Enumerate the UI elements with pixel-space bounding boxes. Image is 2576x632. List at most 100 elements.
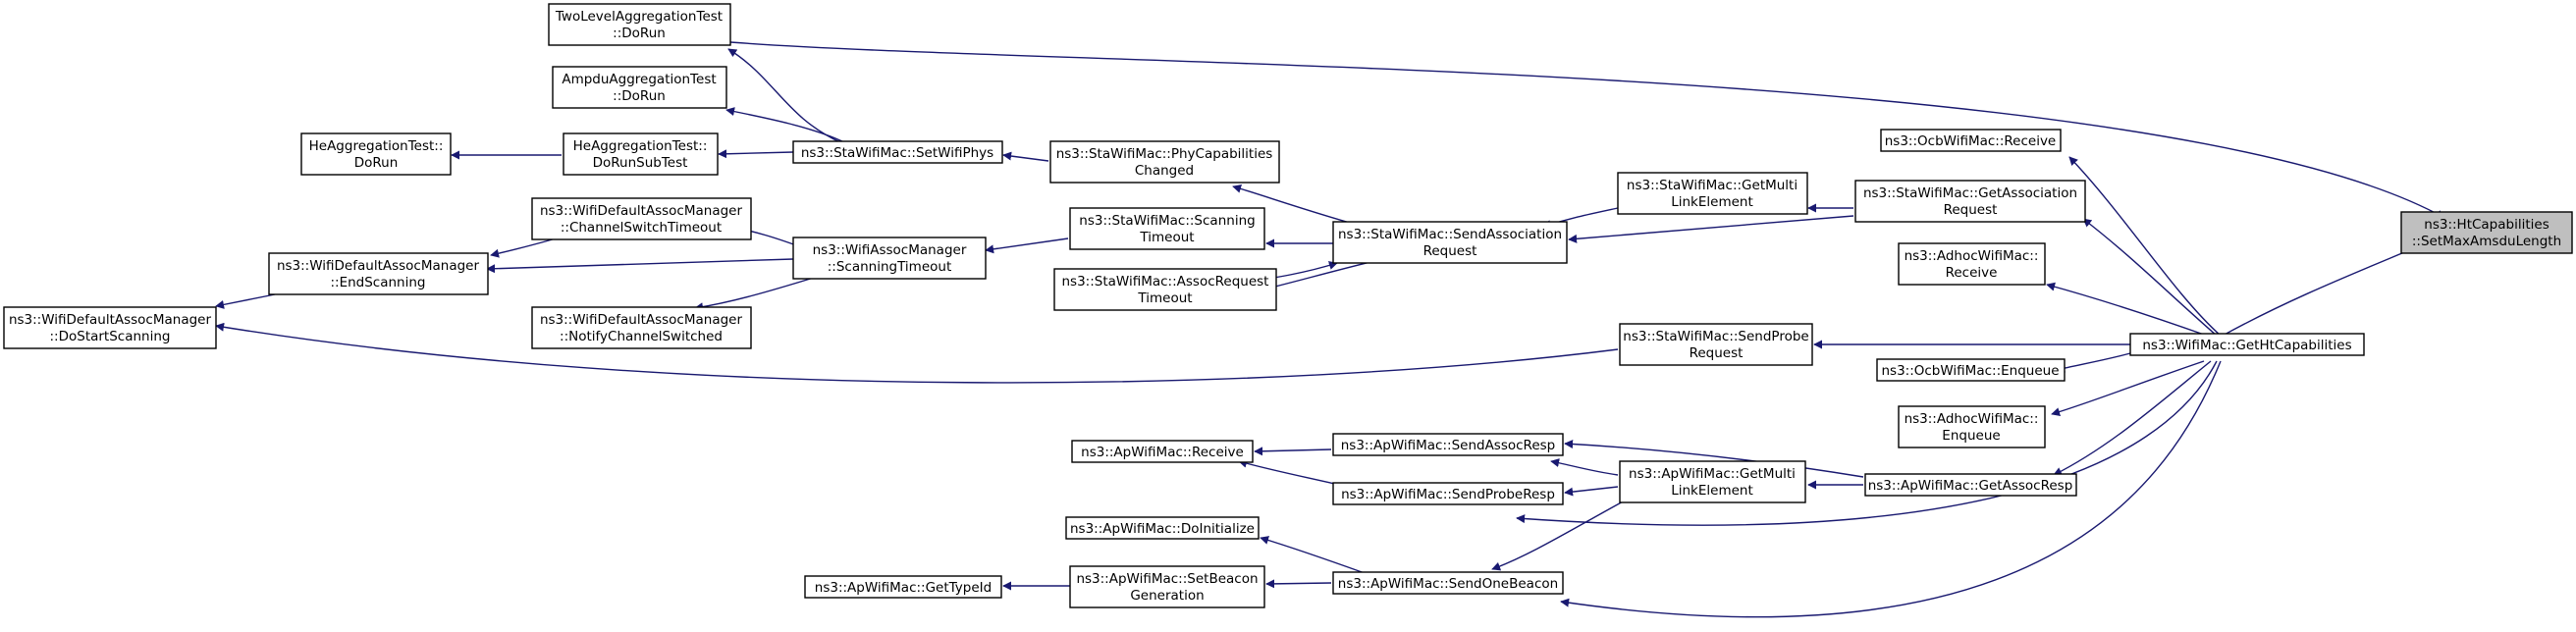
node-apwifimac-setbeacongeneration[interactable]: ns3::ApWifiMac::SetBeacon Generation — [1069, 565, 1265, 608]
svg-text:Request: Request — [1423, 243, 1477, 259]
svg-text:Timeout: Timeout — [1137, 290, 1192, 306]
svg-text:Timeout: Timeout — [1139, 230, 1194, 245]
edge-target-twolevel — [729, 41, 2445, 219]
node-adhocwifimac-enqueue[interactable]: ns3::AdhocWifiMac:: Enqueue — [1898, 405, 2046, 448]
svg-text:ns3::WifiDefaultAssocManager: ns3::WifiDefaultAssocManager — [277, 258, 480, 274]
node-apwifimac-sendproberesp[interactable]: ns3::ApWifiMac::SendProbeResp — [1332, 482, 1564, 505]
node-wifidefaultassocmanager-channelswitchtimeout[interactable]: ns3::WifiDefaultAssocManager ::ChannelSw… — [531, 197, 752, 240]
svg-text:ns3::ApWifiMac::SendOneBeacon: ns3::ApWifiMac::SendOneBeacon — [1338, 576, 1558, 592]
svg-text:LinkElement: LinkElement — [1671, 194, 1753, 210]
node-heaggregationtest-dorun[interactable]: HeAggregationTest:: DoRun — [300, 132, 452, 176]
edge-apgml-apspr — [1564, 486, 1619, 497]
edge-apgar-apsar — [1564, 439, 1864, 478]
node-stawifimac-scanningtimeout[interactable]: ns3::StaWifiMac::Scanning Timeout — [1069, 207, 1265, 250]
edge-apsar-aprecv — [1254, 447, 1332, 456]
node-adhocwifimac-receive[interactable]: ns3::AdhocWifiMac:: Receive — [1898, 242, 2046, 286]
edge-setwifi-hesub — [718, 149, 794, 159]
svg-text:::SetMaxAmsduLength: ::SetMaxAmsduLength — [2412, 234, 2561, 249]
node-twolevelaggregationtest-dorun[interactable]: TwoLevelAggregationTest ::DoRun — [548, 3, 731, 46]
edge-gethtcap-apgar — [2053, 360, 2212, 476]
node-apwifimac-getmultilinkelement[interactable]: ns3::ApWifiMac::GetMulti LinkElement — [1619, 460, 1806, 503]
svg-text:HeAggregationTest::: HeAggregationTest:: — [573, 138, 708, 154]
nodes: TwoLevelAggregationTest ::DoRun AmpduAgg… — [3, 3, 2573, 608]
edge-gethtcap-adhocenq — [2051, 360, 2205, 416]
svg-text:ns3::StaWifiMac::GetMulti: ns3::StaWifiMac::GetMulti — [1627, 178, 1798, 193]
svg-text:DoRunSubTest: DoRunSubTest — [593, 155, 688, 171]
svg-text:ns3::StaWifiMac::SetWifiPhys: ns3::StaWifiMac::SetWifiPhys — [801, 145, 993, 161]
node-wifimac-gethtcapabilities[interactable]: ns3::WifiMac::GetHtCapabilities — [2129, 333, 2365, 356]
edge-gethtcap-ocbenq — [2056, 352, 2131, 373]
svg-text:Generation: Generation — [1130, 588, 1204, 604]
node-apwifimac-gettypeid[interactable]: ns3::ApWifiMac::GetTypeId — [804, 575, 1002, 599]
svg-text:ns3::WifiMac::GetHtCapabilitie: ns3::WifiMac::GetHtCapabilities — [2142, 338, 2351, 353]
edge-stascan-scanto — [985, 237, 1069, 254]
svg-text:AmpduAggregationTest: AmpduAggregationTest — [562, 72, 716, 87]
node-ocbwifimac-receive[interactable]: ns3::OcbWifiMac::Receive — [1880, 129, 2062, 152]
node-stawifimac-getmultilinkelement[interactable]: ns3::StaWifiMac::GetMulti LinkElement — [1617, 172, 1808, 215]
svg-text:::DoStartScanning: ::DoStartScanning — [50, 329, 171, 344]
edge-apgml-apsob — [1491, 500, 1626, 571]
node-ampduaggregationtest-dorun[interactable]: AmpduAggregationTest ::DoRun — [552, 66, 727, 109]
node-stawifimac-assocrequesttimeout[interactable]: ns3::StaWifiMac::AssocRequest Timeout — [1053, 268, 1277, 311]
svg-text:HeAggregationTest::: HeAggregationTest:: — [309, 138, 444, 154]
node-wifidefaultassocmanager-endscanning[interactable]: ns3::WifiDefaultAssocManager ::EndScanni… — [268, 252, 489, 295]
node-stawifimac-phycapabilitieschanged[interactable]: ns3::StaWifiMac::PhyCapabilities Changed — [1049, 140, 1280, 184]
edge-apgml-apsar — [1550, 458, 1619, 476]
node-heaggregationtest-dorunsubtest[interactable]: HeAggregationTest:: DoRunSubTest — [563, 132, 719, 176]
svg-text:::NotifyChannelSwitched: ::NotifyChannelSwitched — [560, 329, 723, 344]
edge-apspr-aprecv — [1238, 458, 1340, 486]
svg-text:ns3::ApWifiMac::GetTypeId: ns3::ApWifiMac::GetTypeId — [815, 580, 992, 596]
node-stawifimac-sendassociationrequest[interactable]: ns3::StaWifiMac::SendAssociation Request — [1332, 221, 1568, 264]
node-stawifimac-sendproberequest[interactable]: ns3::StaWifiMac::SendProbe Request — [1619, 323, 1813, 366]
svg-text:ns3::HtCapabilities: ns3::HtCapabilities — [2424, 217, 2549, 233]
svg-text:DoRun: DoRun — [354, 155, 399, 171]
edge-setwifi-twolevel — [727, 48, 843, 144]
edge-setwifi-ampdu — [725, 107, 847, 144]
node-apwifimac-doinitialize[interactable]: ns3::ApWifiMac::DoInitialize — [1065, 516, 1260, 540]
svg-text:Receive: Receive — [1946, 265, 1998, 281]
svg-text:ns3::ApWifiMac::SendAssocResp: ns3::ApWifiMac::SendAssocResp — [1341, 438, 1556, 453]
edge-gethtcap-ocbrecv — [2068, 156, 2222, 337]
node-apwifimac-sendassocresp[interactable]: ns3::ApWifiMac::SendAssocResp — [1332, 433, 1564, 456]
svg-text:ns3::ApWifiMac::GetAssocResp: ns3::ApWifiMac::GetAssocResp — [1868, 478, 2073, 494]
svg-text:ns3::WifiDefaultAssocManager: ns3::WifiDefaultAssocManager — [540, 203, 743, 219]
node-apwifimac-sendonebeacon[interactable]: ns3::ApWifiMac::SendOneBeacon — [1332, 571, 1564, 595]
svg-text:::DoRun: ::DoRun — [613, 26, 666, 41]
edge-sendprobe-dostart — [215, 322, 1619, 384]
node-wifidefaultassocmanager-dostartscanning[interactable]: ns3::WifiDefaultAssocManager ::DoStartSc… — [3, 306, 217, 349]
edge-gethtcap-stagar — [2082, 218, 2218, 337]
svg-text:::ScanningTimeout: ::ScanningTimeout — [828, 259, 952, 275]
svg-text:ns3::StaWifiMac::SendProbe: ns3::StaWifiMac::SendProbe — [1623, 329, 1808, 344]
svg-text:ns3::ApWifiMac::GetMulti: ns3::ApWifiMac::GetMulti — [1629, 466, 1796, 482]
svg-text:ns3::OcbWifiMac::Enqueue: ns3::OcbWifiMac::Enqueue — [1881, 363, 2059, 379]
svg-text:Enqueue: Enqueue — [1942, 428, 2000, 444]
node-htcapabilities-setmaxamsdulength[interactable]: ns3::HtCapabilities ::SetMaxAmsduLength — [2400, 211, 2573, 254]
svg-text:ns3::WifiAssocManager: ns3::WifiAssocManager — [813, 242, 967, 258]
svg-text:ns3::StaWifiMac::AssocRequest: ns3::StaWifiMac::AssocRequest — [1062, 274, 1269, 290]
edge-apsob-apsbg — [1265, 579, 1332, 589]
node-ocbwifimac-enqueue[interactable]: ns3::OcbWifiMac::Enqueue — [1876, 358, 2066, 382]
edge-endscan-dostart — [215, 293, 276, 309]
svg-text:ns3::StaWifiMac::GetAssociatio: ns3::StaWifiMac::GetAssociation — [1863, 185, 2077, 201]
svg-text:LinkElement: LinkElement — [1671, 483, 1753, 499]
svg-text:ns3::OcbWifiMac::Receive: ns3::OcbWifiMac::Receive — [1885, 133, 2057, 149]
svg-text:ns3::StaWifiMac::Scanning: ns3::StaWifiMac::Scanning — [1079, 213, 1255, 229]
edge-scanto-notify — [694, 276, 818, 312]
svg-text:Request: Request — [1944, 202, 1998, 218]
node-wifidefaultassocmanager-notifychannelswitched[interactable]: ns3::WifiDefaultAssocManager ::NotifyCha… — [531, 306, 752, 349]
svg-text:::DoRun: ::DoRun — [613, 88, 666, 104]
node-stawifimac-getassociationrequest[interactable]: ns3::StaWifiMac::GetAssociation Request — [1854, 180, 2086, 223]
node-apwifimac-receive[interactable]: ns3::ApWifiMac::Receive — [1071, 440, 1254, 463]
svg-text:ns3::ApWifiMac::SendProbeResp: ns3::ApWifiMac::SendProbeResp — [1341, 487, 1555, 502]
svg-text:ns3::ApWifiMac::Receive: ns3::ApWifiMac::Receive — [1081, 445, 1244, 460]
svg-text:ns3::WifiDefaultAssocManager: ns3::WifiDefaultAssocManager — [540, 312, 743, 328]
edge-apsob-apdoinit — [1260, 536, 1366, 574]
svg-text:ns3::ApWifiMac::SetBeacon: ns3::ApWifiMac::SetBeacon — [1076, 571, 1258, 587]
node-stawifimac-setwifiphys[interactable]: ns3::StaWifiMac::SetWifiPhys — [792, 140, 1003, 164]
svg-text:ns3::AdhocWifiMac::: ns3::AdhocWifiMac:: — [1905, 248, 2039, 264]
svg-text:::EndScanning: ::EndScanning — [330, 275, 425, 290]
node-wifiassocmanager-scanningtimeout[interactable]: ns3::WifiAssocManager ::ScanningTimeout — [792, 237, 987, 280]
node-apwifimac-getassocresp[interactable]: ns3::ApWifiMac::GetAssocResp — [1864, 473, 2077, 497]
svg-text:ns3::AdhocWifiMac::: ns3::AdhocWifiMac:: — [1905, 411, 2039, 427]
svg-text:ns3::WifiDefaultAssocManager: ns3::WifiDefaultAssocManager — [9, 312, 212, 328]
